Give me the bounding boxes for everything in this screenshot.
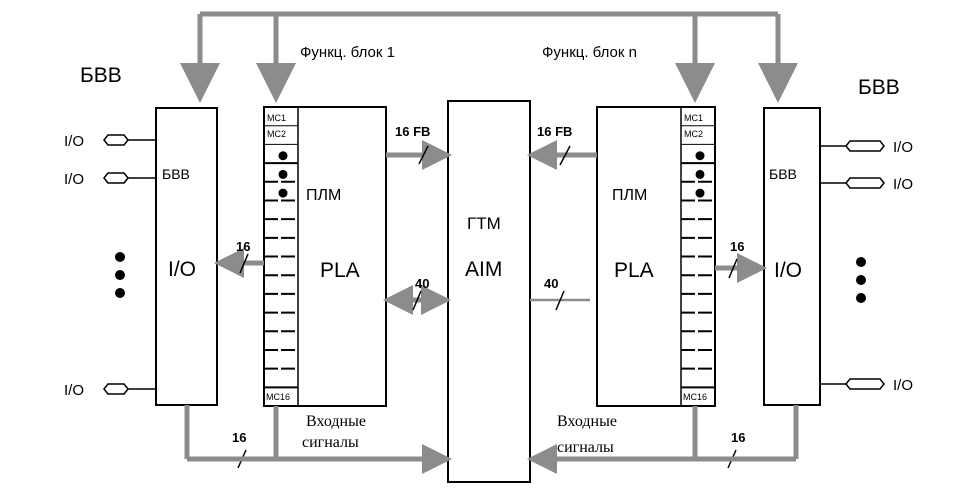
left-inputs-label-line2: сигналы (302, 434, 359, 451)
right-fb-bus-width: 16 FB (537, 124, 572, 139)
left-pla-label: PLA (320, 259, 360, 282)
right-functional-block: MC1 MC2 MC16 ПЛМ PLA (596, 106, 716, 407)
io-pin-connector (845, 177, 885, 189)
left-io-pin-label-3: I/O (64, 382, 84, 399)
right-io-block-bvv: БВВ (769, 166, 797, 182)
macrocell-ellipsis-dot (695, 169, 705, 179)
left-mc1-label: MC1 (267, 113, 286, 123)
right-inputs-label-line2: сигналы (557, 439, 614, 456)
right-macrocell-column (680, 107, 716, 406)
right-mc2-label: MC2 (684, 129, 703, 139)
io-pin-connector (845, 378, 885, 390)
right-io-pin-label-2: I/O (893, 176, 913, 193)
left-mc2-label: MC2 (267, 129, 286, 139)
left-inputs-label-line1: Входные (306, 413, 366, 430)
right-io-bus-width: 16 (730, 239, 744, 254)
left-bottom-bus-width: 16 (232, 430, 246, 445)
right-bottom-bus-width: 16 (731, 430, 745, 445)
left-fb-title: Функц. блок 1 (300, 44, 395, 61)
left-aim-bus-width: 40 (415, 276, 429, 291)
center-gtm-label: ГТМ (467, 214, 501, 233)
left-fb-bus-width: 16 FB (395, 124, 430, 139)
left-ellipsis-dots (115, 252, 125, 298)
right-aim-bus-width: 40 (544, 276, 558, 291)
center-aim-block: ГТМ AIM (447, 100, 531, 483)
center-aim-label: AIM (465, 258, 502, 281)
left-plm-label: ПЛМ (306, 187, 341, 204)
macrocell-ellipsis-dot (278, 151, 288, 161)
left-io-block-io: I/O (168, 258, 196, 281)
left-io-pin-label-1: I/O (64, 133, 84, 150)
left-functional-block: MC1 MC2 MC16 ПЛМ PLA (263, 106, 387, 407)
left-mc16-label: MC16 (266, 392, 290, 402)
left-io-pin-label-2: I/O (64, 171, 84, 188)
right-io-block: БВВ I/O (763, 107, 821, 406)
io-pin-connector (103, 172, 129, 184)
macrocell-ellipsis-dot (278, 169, 288, 179)
left-io-block-bvv: БВВ (162, 166, 190, 182)
macrocell-ellipsis-dot (278, 188, 288, 198)
right-pla-label: PLA (614, 259, 654, 282)
io-pin-connector (103, 383, 129, 395)
right-io-pin-label-1: I/O (893, 139, 913, 156)
top-global-bus (180, 11, 798, 103)
left-bvv-title: БВВ (80, 64, 122, 87)
macrocell-ellipsis-dot (695, 151, 705, 161)
right-io-block-io: I/O (774, 259, 802, 282)
io-pin-connector (845, 140, 885, 152)
left-io-pins (103, 134, 156, 395)
right-mc16-label: MC16 (683, 392, 707, 402)
right-io-pins (820, 140, 885, 390)
right-plm-label: ПЛМ (612, 187, 647, 204)
right-ellipsis-dots (856, 257, 866, 303)
right-fb-title: Функц. блок n (542, 44, 637, 61)
macrocell-ellipsis-dot (695, 188, 705, 198)
right-mc1-label: MC1 (684, 113, 703, 123)
right-bvv-title: БВВ (858, 76, 900, 99)
bottom-buses (184, 405, 799, 474)
io-pin-connector (103, 134, 129, 146)
left-macrocell-column (263, 107, 299, 406)
right-inputs-label-line1: Входные (557, 413, 617, 430)
left-io-block: БВВ I/O (155, 107, 218, 406)
left-io-bus-width: 16 (236, 239, 250, 254)
right-io-pin-label-3: I/O (893, 377, 913, 394)
